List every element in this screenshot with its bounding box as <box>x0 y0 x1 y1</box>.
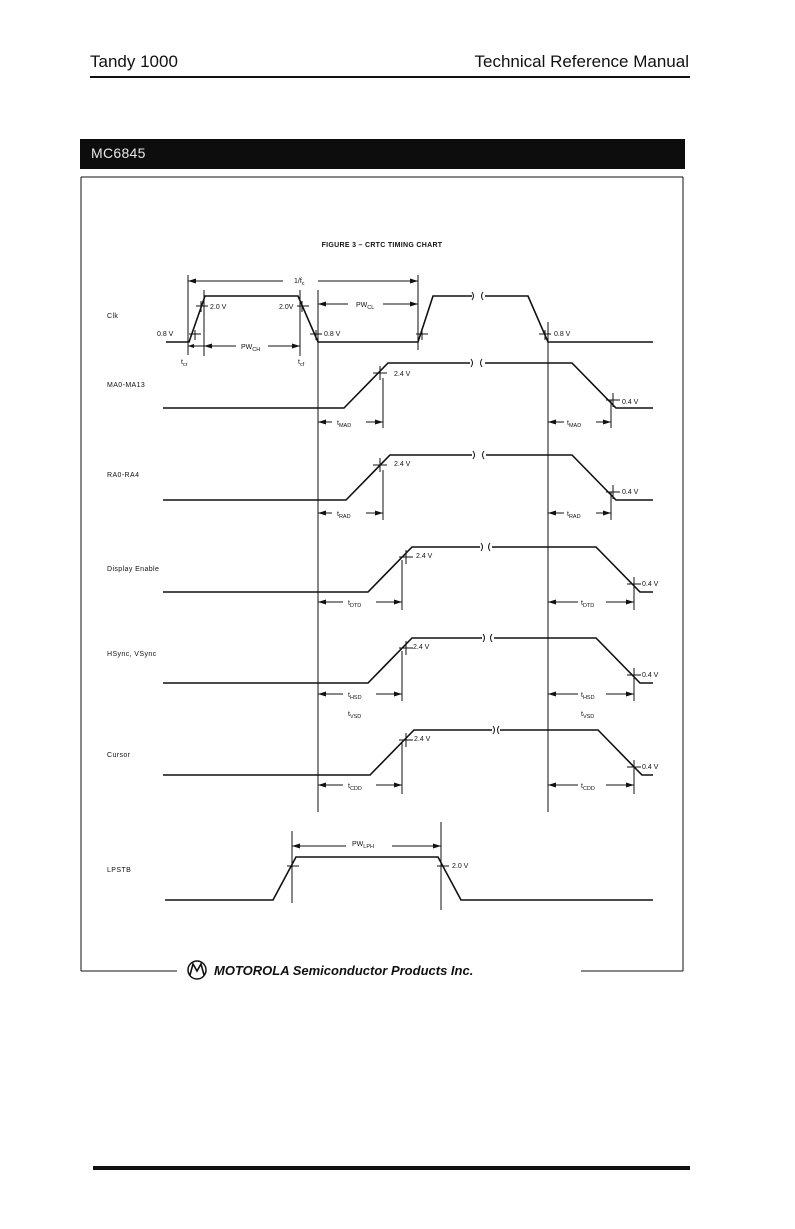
mad-04v: 0.4 V <box>622 399 639 406</box>
tvsd-right: tVSD <box>581 711 594 720</box>
section-banner: MC6845 <box>80 139 685 169</box>
display-enable-waveform <box>163 542 653 610</box>
pwch-main: PW <box>241 344 253 351</box>
sync-04v: 0.4 V <box>642 672 659 679</box>
period-label-main: 1/f <box>294 278 302 285</box>
cursor-24v: 2.4 V <box>414 736 431 743</box>
tvsd-right-main: t <box>581 711 583 718</box>
period-label: 1/fc <box>294 278 305 287</box>
footer-brand: MOTOROLA Semiconductor Products Inc. <box>214 963 473 978</box>
tcf-main: t <box>298 359 300 366</box>
clk-2v-rise: 2.0 V <box>210 304 227 311</box>
mad-waveform <box>163 358 653 428</box>
trad-right: tRAD <box>567 511 581 520</box>
clk-08v-right: 0.8 V <box>554 331 571 338</box>
tcdd-right: tCDD <box>581 783 595 792</box>
pwch-label: PWCH <box>241 344 260 353</box>
figure-title: FIGURE 3 – CRTC TIMING CHART <box>322 242 443 249</box>
clk-08v-left: 0.8 V <box>157 331 174 338</box>
thsd-right: tHSD <box>581 692 595 701</box>
pwcl-label: PWCL <box>356 302 374 311</box>
tcdd-right-main: t <box>581 783 583 790</box>
tcdd-left: tCDD <box>348 783 362 792</box>
tmad-right-main: t <box>567 420 569 427</box>
tvsd-left: tVSD <box>348 711 361 720</box>
tcdd-left-sub: CDD <box>350 786 362 792</box>
pwlph-sub: LPH <box>363 844 374 850</box>
reference-lines <box>317 308 549 812</box>
tdtd-left-sub: DTD <box>350 603 361 609</box>
tmad-right-sub: MAD <box>569 423 581 429</box>
tdtd-right-main: t <box>581 600 583 607</box>
tmad-left: tMAD <box>337 420 351 429</box>
pwcl-sub: CL <box>367 305 374 311</box>
trad-left-main: t <box>337 511 339 518</box>
thsd-right-main: t <box>581 692 583 699</box>
tcdd-right-sub: CDD <box>583 786 595 792</box>
cursor-waveform <box>163 725 653 794</box>
tcdd-left-main: t <box>348 783 350 790</box>
header-title-right: Technical Reference Manual <box>474 52 689 71</box>
thsd-left: tHSD <box>348 692 362 701</box>
sync-24v: 2.4 V <box>413 644 430 651</box>
label-hsync-vsync: HSync, VSync <box>107 651 157 658</box>
label-rad: RA0-RA4 <box>107 472 139 479</box>
trad-left-sub: RAD <box>339 514 351 520</box>
sync-waveform <box>163 633 653 701</box>
figure-frame <box>80 176 684 972</box>
clk-2v-fall: 2.0V <box>279 304 294 311</box>
tvsd-left-main: t <box>348 711 350 718</box>
tcf-label: tcf <box>298 359 305 368</box>
tcr-label: tcr <box>181 359 188 368</box>
tvsd-right-sub: VSD <box>583 714 594 720</box>
tdtd-right: tDTD <box>581 600 594 609</box>
banner-title: MC6845 <box>91 145 146 161</box>
mad-24v: 2.4 V <box>394 371 411 378</box>
label-lpstb: LPSTB <box>107 867 131 874</box>
thsd-left-main: t <box>348 692 350 699</box>
tmad-right: tMAD <box>567 420 581 429</box>
tmad-left-sub: MAD <box>339 423 351 429</box>
den-04v: 0.4 V <box>642 581 659 588</box>
tcr-main: t <box>181 359 183 366</box>
rad-waveform <box>163 450 653 520</box>
clk-waveform <box>166 291 653 343</box>
pwlph-label: PWLPH <box>352 841 374 850</box>
thsd-right-sub: HSD <box>583 695 595 701</box>
lpstb-waveform <box>165 822 653 910</box>
tvsd-left-sub: VSD <box>350 714 361 720</box>
label-clk: Clk <box>107 313 118 320</box>
clk-dimensions <box>187 275 551 356</box>
trad-left: tRAD <box>337 511 351 520</box>
pwch-sub: CH <box>252 347 260 353</box>
tcf-sub: cf <box>300 362 305 368</box>
header-rule <box>90 76 690 78</box>
period-label-sub: c <box>302 281 305 287</box>
pwcl-main: PW <box>356 302 368 309</box>
trad-right-sub: RAD <box>569 514 581 520</box>
tdtd-right-sub: DTD <box>583 603 594 609</box>
tcr-sub: cr <box>183 362 188 368</box>
lpstb-20v: 2.0 V <box>452 863 469 870</box>
trad-right-main: t <box>567 511 569 518</box>
label-mad: MA0-MA13 <box>107 382 145 389</box>
motorola-logo-icon <box>187 960 207 980</box>
pwlph-main: PW <box>352 841 364 848</box>
label-display-enable: Display Enable <box>107 566 159 573</box>
tmad-left-main: t <box>337 420 339 427</box>
thsd-left-sub: HSD <box>350 695 362 701</box>
header-title-left: Tandy 1000 <box>90 52 178 71</box>
rad-24v: 2.4 V <box>394 461 411 468</box>
rad-04v: 0.4 V <box>622 489 639 496</box>
clk-08v-mid: 0.8 V <box>324 331 341 338</box>
cursor-04v: 0.4 V <box>642 764 659 771</box>
tdtd-left: tDTD <box>348 600 361 609</box>
label-cursor: Cursor <box>107 752 131 759</box>
tdtd-left-main: t <box>348 600 350 607</box>
den-24v: 2.4 V <box>416 553 433 560</box>
footer-rule <box>93 1166 690 1170</box>
